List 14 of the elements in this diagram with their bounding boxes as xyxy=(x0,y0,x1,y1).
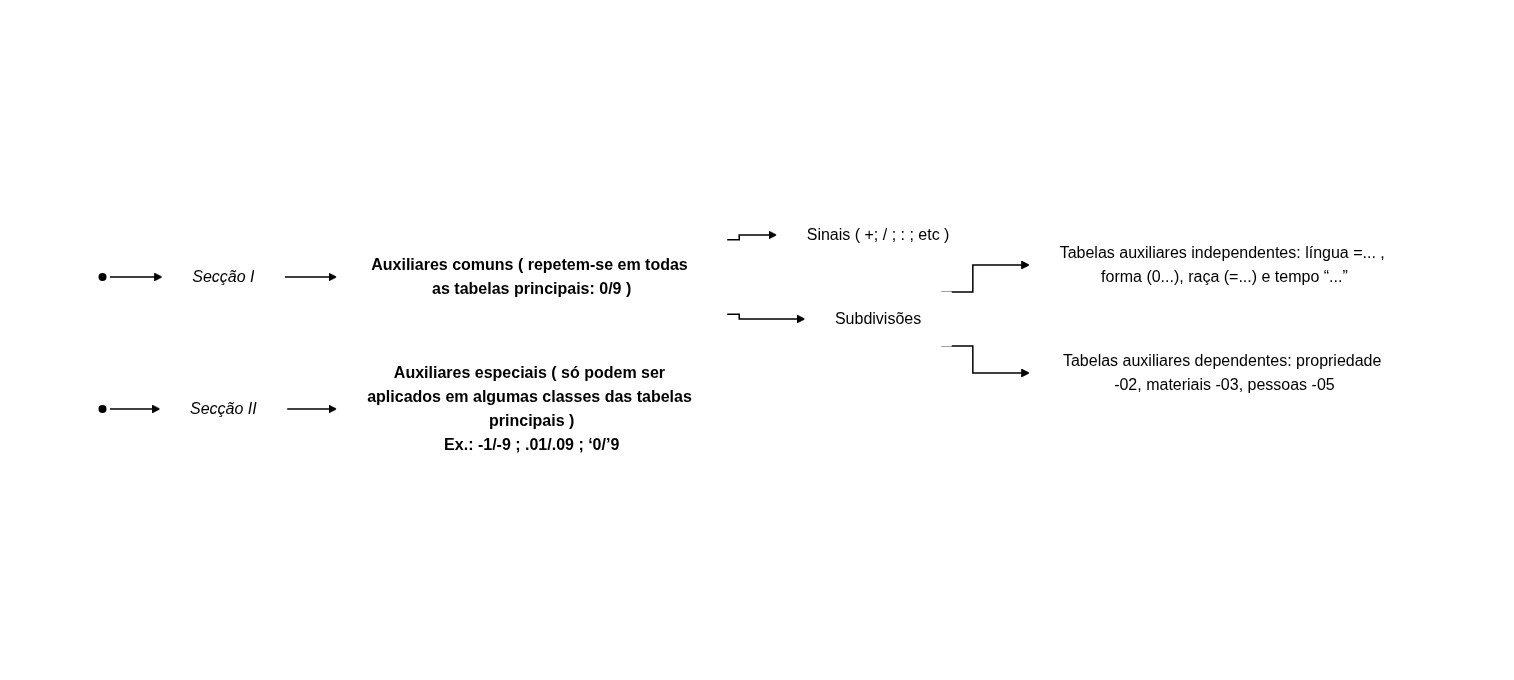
arrow xyxy=(725,230,777,241)
arrow xyxy=(285,404,337,414)
arrow xyxy=(283,272,337,282)
node-text: Subdivisões xyxy=(834,310,921,327)
node-text: Auxiliares especiais ( só podem ser aplicados em algumas classes das tabelas principais ) Ex.: -1/-9 ; .01/.09 ; ‘0/’9 xyxy=(366,364,692,453)
arrow xyxy=(109,404,161,414)
node-text: Sinais ( +; / ; : ; etc ) xyxy=(806,226,950,243)
node-text: Secção II xyxy=(189,400,257,417)
arrow xyxy=(725,313,806,324)
node-text: Secção I xyxy=(192,268,255,285)
node-text: Auxiliares comuns ( repetem-se em todas as tabelas principais: 0/9 ) xyxy=(370,256,688,297)
arrow xyxy=(109,272,163,282)
node-text: Tabelas auxiliares independentes: língua =... , forma (0...), raça (=...) e tempo “...” xyxy=(1059,244,1385,285)
node-text: Tabelas auxiliares dependentes: propriedade -02, materiais -03, pessoas -05 xyxy=(1062,352,1382,393)
